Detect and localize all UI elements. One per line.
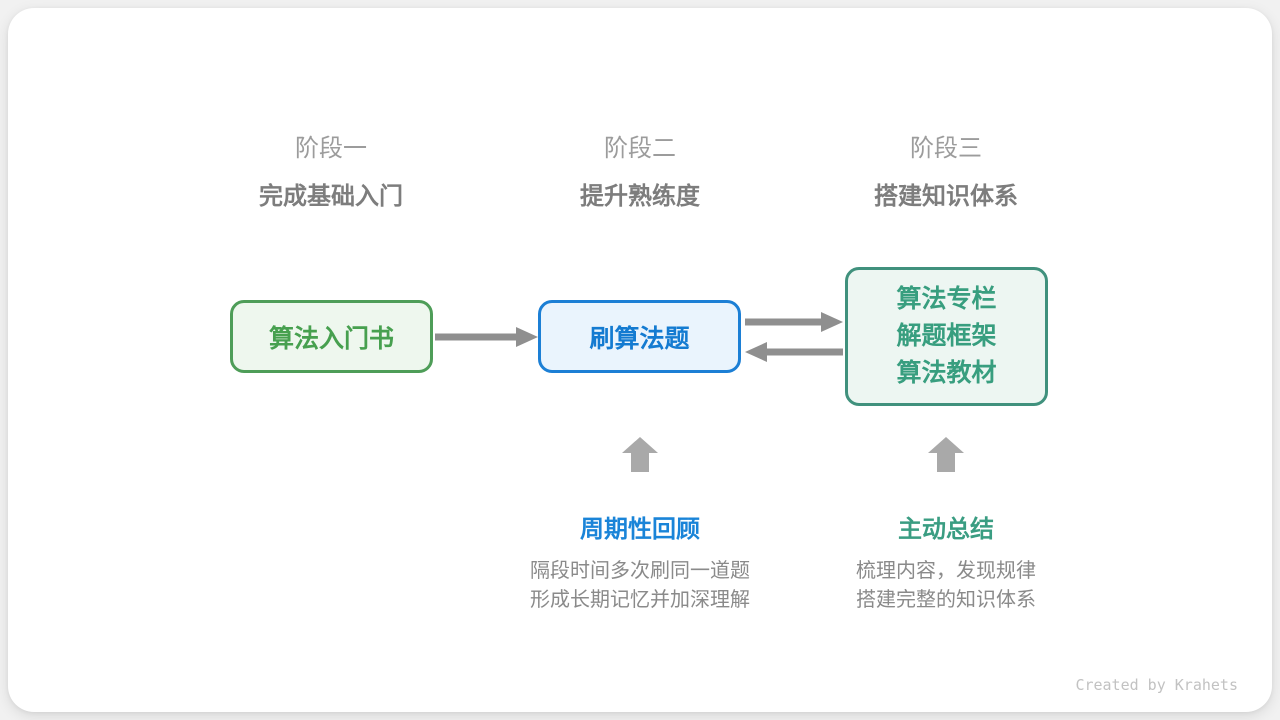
stage3-label: 阶段三 xyxy=(910,135,982,162)
footer-credit: Created by Krahets xyxy=(1075,676,1238,694)
arrow-left-icon xyxy=(745,342,843,362)
stage1-label: 阶段一 xyxy=(295,135,367,162)
stage2-label: 阶段二 xyxy=(604,135,676,162)
stage2-subtitle: 提升熟练度 xyxy=(580,183,700,210)
annotation-summarize-title: 主动总结 xyxy=(898,516,994,543)
arrow-right-icon xyxy=(435,327,538,347)
node-intro-book: 算法入门书 xyxy=(230,300,433,373)
arrow-up-icon xyxy=(928,437,964,472)
annotation-review-line-1: 隔段时间多次刷同一道题 xyxy=(530,560,750,582)
arrow-right-icon xyxy=(745,312,843,332)
annotation-review-line-2: 形成长期记忆并加深理解 xyxy=(530,589,750,611)
node-resources: 算法专栏 解题框架 算法教材 xyxy=(845,267,1048,406)
node-practice: 刷算法题 xyxy=(538,300,741,373)
stage1-subtitle: 完成基础入门 xyxy=(259,183,403,210)
stage3-subtitle: 搭建知识体系 xyxy=(874,183,1018,210)
node-resources-line-2: 解题框架 xyxy=(896,322,997,350)
node-resources-line-3: 算法教材 xyxy=(896,359,997,387)
annotation-summarize-line-1: 梳理内容，发现规律 xyxy=(856,560,1036,582)
node-intro-book-label: 算法入门书 xyxy=(268,324,394,353)
node-practice-label: 刷算法题 xyxy=(589,324,690,353)
annotation-review-title: 周期性回顾 xyxy=(580,516,700,543)
arrow-up-icon xyxy=(622,437,658,472)
annotation-summarize-description: 梳理内容，发现规律 搭建完整的知识体系 xyxy=(776,557,1116,615)
annotation-summarize-line-2: 搭建完整的知识体系 xyxy=(856,589,1036,611)
node-resources-line-1: 算法专栏 xyxy=(896,285,997,313)
annotation-review-description: 隔段时间多次刷同一道题 形成长期记忆并加深理解 xyxy=(470,557,810,615)
